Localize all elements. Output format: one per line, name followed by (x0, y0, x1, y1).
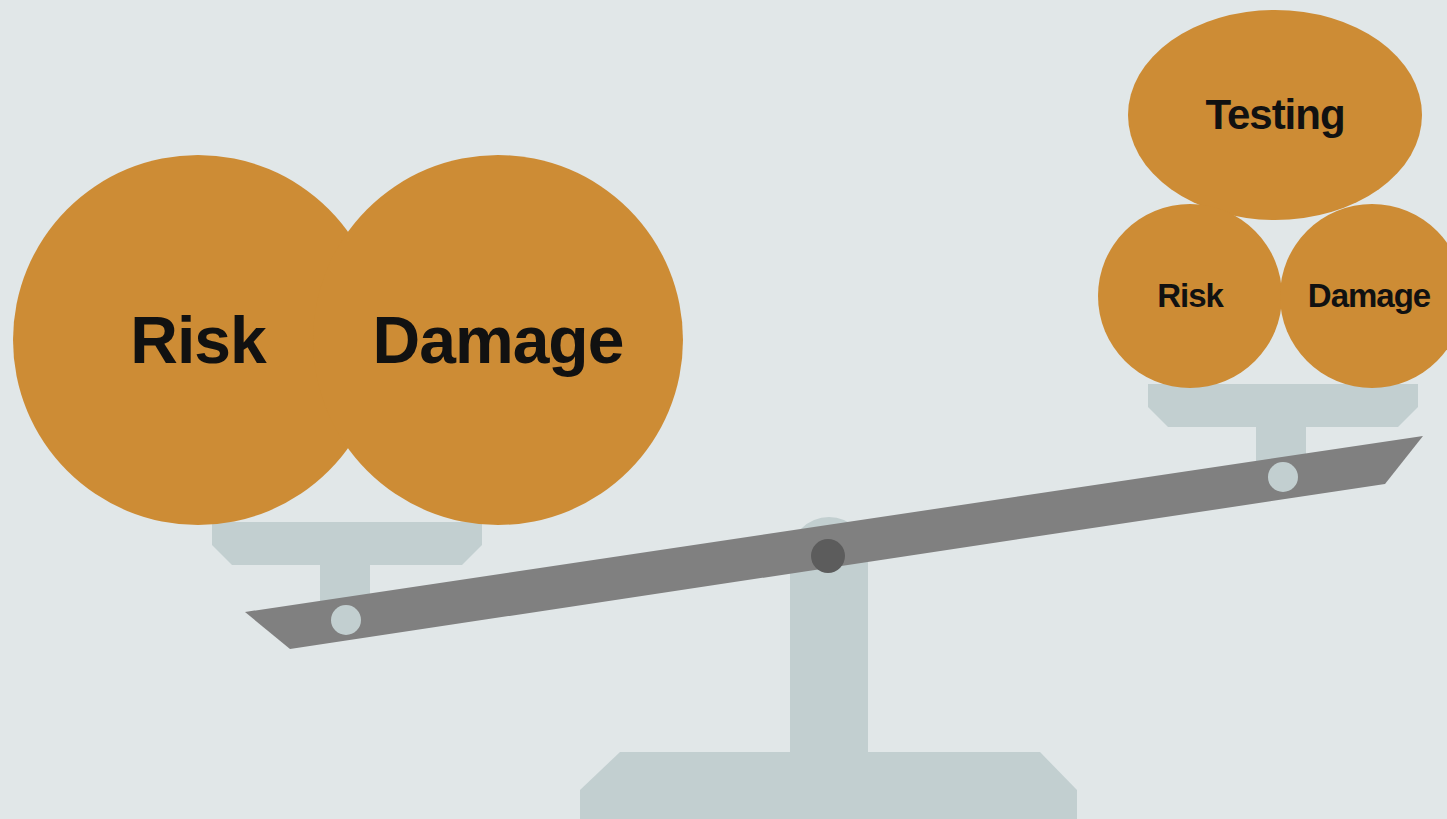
left-pan (212, 522, 482, 565)
circle-shape (1280, 204, 1447, 388)
scale-base (580, 752, 1077, 819)
node-label: Risk (130, 302, 265, 378)
node-label: Testing (1205, 91, 1344, 139)
circle-shape (1128, 10, 1422, 220)
right-pan (1148, 384, 1418, 427)
node-label: Risk (1157, 277, 1223, 315)
weight-circle: Testing (1128, 10, 1422, 220)
left-pan-pin (331, 605, 361, 635)
weight-circle: Damage (1280, 204, 1447, 388)
weight-circle: Damage (313, 155, 683, 525)
circle-shape (1098, 204, 1282, 388)
node-label: Damage (373, 302, 624, 378)
beam-pivot (811, 539, 845, 573)
circle-shape (313, 155, 683, 525)
right-pan-pin (1268, 462, 1298, 492)
weight-circle: Risk (1098, 204, 1282, 388)
node-label: Damage (1308, 277, 1430, 315)
